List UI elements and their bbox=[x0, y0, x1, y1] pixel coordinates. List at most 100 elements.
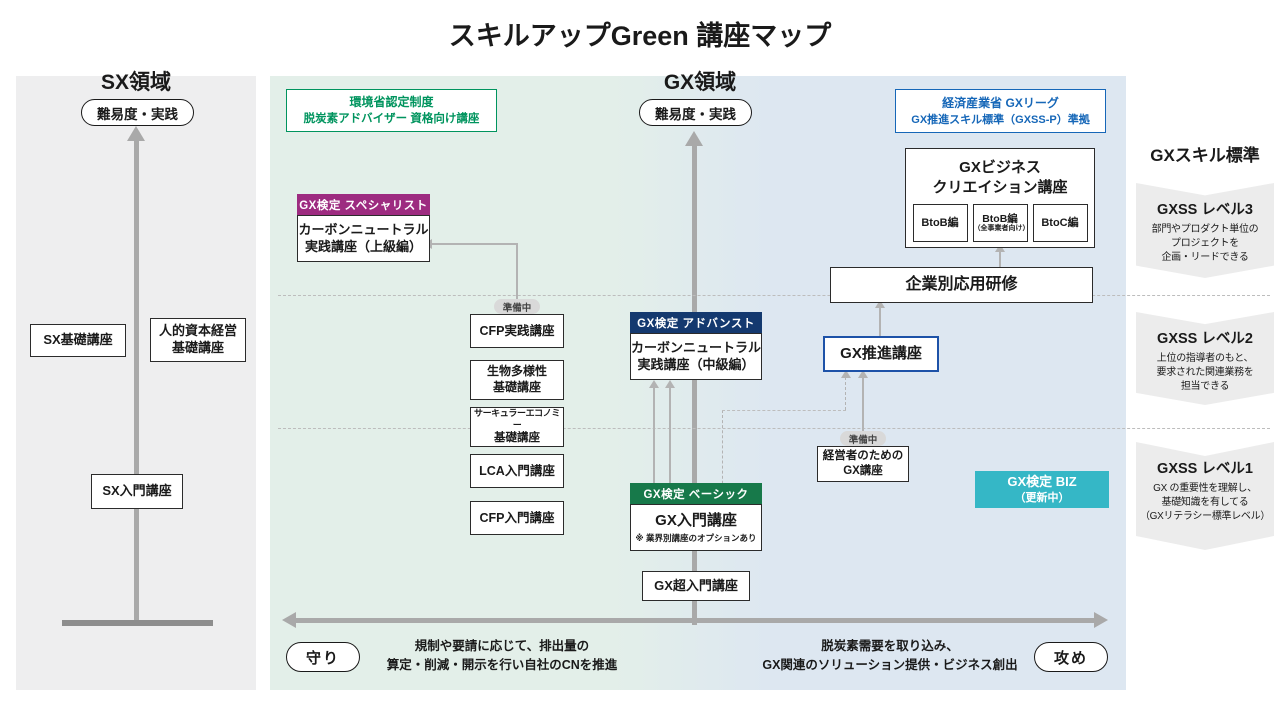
gxss-level3-desc-line2: プロジェクトを bbox=[1171, 238, 1239, 250]
seme-description-line1: 脱炭素需要を取り込み、 bbox=[821, 639, 959, 653]
gx-horizontal-axis-left-arrowhead-icon bbox=[282, 612, 296, 628]
gxss-level3-desc-line3: 企画・リードできる bbox=[1161, 252, 1249, 264]
gxss-level1-desc-line2: 基礎知識を有してる bbox=[1161, 497, 1249, 509]
course-label: GX入門講座 bbox=[655, 512, 737, 530]
connector-dashed-line bbox=[722, 410, 846, 411]
edition-btoc: BtoC編 bbox=[1032, 204, 1088, 242]
course-keieisha-gx: 経営者のための GX講座 bbox=[817, 446, 909, 482]
course-label: CFP実践講座 bbox=[479, 323, 555, 338]
connector-line bbox=[653, 387, 655, 504]
connector-arrowhead-icon bbox=[995, 244, 1005, 252]
gx-kentei-biz-line2: （更新中） bbox=[1014, 491, 1070, 504]
connector-dashed-line bbox=[845, 377, 846, 410]
course-label-line1: サーキュラーエコノミー bbox=[473, 407, 560, 430]
gxss-level3-name: GXSS レベル3 bbox=[1157, 202, 1253, 218]
course-label-line2: 基礎講座 bbox=[494, 432, 540, 445]
connector-dashed-line bbox=[722, 410, 723, 504]
gx-kentei-biz-box: GX検定 BIZ （更新中） bbox=[975, 471, 1109, 508]
connector-line bbox=[669, 387, 671, 504]
edition-label: BtoC編 bbox=[1041, 216, 1079, 229]
connector-line bbox=[516, 243, 518, 303]
gxss-level3-description: 部門やプロダクト単位の プロジェクトを 企画・リードできる bbox=[1152, 223, 1259, 266]
connector-arrowhead-icon bbox=[665, 380, 675, 388]
gxss-level3-banner: GXSS レベル3 部門やプロダクト単位の プロジェクトを 企画・リードできる bbox=[1136, 183, 1274, 278]
seme-description: 脱炭素需要を取り込み、 GX関連のソリューション提供・ビジネス創出 bbox=[752, 637, 1028, 676]
course-label-line1: 生物多様性 bbox=[486, 364, 547, 379]
gx-kentei-biz-line1: GX検定 BIZ bbox=[1007, 473, 1077, 489]
gx-panel-header: GX領域 bbox=[663, 71, 737, 94]
gx-axis-arrowhead-icon bbox=[685, 131, 703, 146]
gxss-level1-description: GX の重要性を理解し、 基礎知識を有してる （GXリテラシー標準レベル） bbox=[1140, 482, 1270, 525]
gxss-level1-desc-line1: GX の重要性を理解し、 bbox=[1153, 483, 1257, 494]
course-label-line1: 経営者のための bbox=[822, 450, 904, 463]
connector-arrowhead-icon bbox=[858, 370, 868, 378]
connector-line bbox=[862, 377, 864, 443]
level-divider-1-2 bbox=[278, 428, 1270, 429]
gx-axis-line bbox=[692, 145, 697, 625]
course-label-line2: GX講座 bbox=[843, 465, 883, 477]
course-label: CFP入門講座 bbox=[479, 510, 555, 525]
seme-pill: 攻め bbox=[1034, 642, 1108, 672]
course-lca-nyumon: LCA入門講座 bbox=[470, 454, 564, 488]
course-label-line2: 実践講座（上級編） bbox=[304, 238, 422, 254]
course-gx-cho-nyumon: GX超入門講座 bbox=[642, 571, 750, 601]
connector-line bbox=[999, 251, 1001, 267]
gx-kentei-basic-tag: GX検定 ベーシック bbox=[630, 483, 762, 504]
course-note: ※ 業界別講座のオプションあり bbox=[635, 532, 757, 543]
course-gx-business-creation: GXビジネス クリエイション講座 BtoB編 BtoB編 （全事業者向け） Bt… bbox=[905, 148, 1095, 248]
course-label-line1: カーボンニュートラル bbox=[631, 339, 762, 355]
gx-skill-standard-title: GXスキル標準 bbox=[1150, 146, 1260, 165]
gx-axis-label: 難易度・実践 bbox=[639, 99, 752, 126]
course-label: 企業別応用研修 bbox=[905, 275, 1018, 293]
course-biodiversity-kiso: 生物多様性 基礎講座 bbox=[470, 360, 564, 400]
gxss-level3-desc-line1: 部門やプロダクト単位の bbox=[1151, 224, 1259, 235]
course-sx-kiso: SX基礎講座 bbox=[30, 324, 126, 357]
edition-btob: BtoB編 bbox=[912, 204, 968, 242]
gxss-level2-banner: GXSS レベル2 上位の指導者のもと、 要求された関連業務を 担当できる bbox=[1136, 312, 1274, 405]
course-cn-jissen-jokyu: カーボンニュートラル 実践講座（上級編） bbox=[297, 215, 430, 262]
gx-horizontal-axis-line bbox=[296, 618, 1095, 623]
gxss-level1-desc-line3: （GXリテラシー標準レベル） bbox=[1139, 511, 1271, 523]
connector-line bbox=[879, 307, 881, 336]
course-cfp-nyumon: CFP入門講座 bbox=[470, 501, 564, 535]
gxss-level1-banner: GXSS レベル1 GX の重要性を理解し、 基礎知識を有してる （GXリテラシ… bbox=[1136, 442, 1274, 550]
course-label-line1: 人的資本経営 bbox=[158, 323, 237, 339]
business-creation-editions: BtoB編 BtoB編 （全事業者向け） BtoC編 bbox=[912, 204, 1088, 242]
course-cn-jissen-chukyu: カーボンニュートラル 実践講座（中級編） bbox=[630, 333, 762, 380]
course-label: LCA入門講座 bbox=[479, 463, 555, 478]
env-ministry-badge: 環境省認定制度 脱炭素アドバイザー 資格向け講座 bbox=[286, 89, 497, 132]
mamori-description-line2: 算定・削減・開示を行い自社のCNを推進 bbox=[386, 658, 618, 673]
course-label: SX入門講座 bbox=[102, 483, 172, 499]
course-gx-suishin: GX推進講座 bbox=[823, 336, 939, 372]
course-label: GX超入門講座 bbox=[654, 577, 738, 593]
meti-badge-line2: GX推進スキル標準（GXSS-P）準拠 bbox=[911, 113, 1090, 126]
course-label-line2: 実践講座（中級編） bbox=[637, 356, 755, 372]
gxss-level2-description: 上位の指導者のもと、 要求された関連業務を 担当できる bbox=[1157, 352, 1254, 395]
seme-description-line2: GX関連のソリューション提供・ビジネス創出 bbox=[762, 658, 1018, 673]
course-label-line1: GXビジネス bbox=[959, 159, 1041, 176]
preparing-badge: 準備中 bbox=[494, 299, 540, 314]
gxss-level2-desc-line2: 要求された関連業務を bbox=[1156, 367, 1254, 379]
sx-axis-base-bar bbox=[62, 620, 213, 626]
gxss-level2-desc-line3: 担当できる bbox=[1180, 381, 1230, 393]
page-title: スキルアップGreen 講座マップ bbox=[448, 21, 832, 51]
course-label: SX基礎講座 bbox=[43, 332, 113, 348]
mamori-description-line1: 規制や要請に応じて、排出量の bbox=[414, 639, 590, 653]
course-gx-nyumon: GX入門講座 ※ 業界別講座のオプションあり bbox=[630, 504, 762, 551]
gx-kentei-specialist-tag: GX検定 スペシャリスト bbox=[297, 194, 430, 215]
gx-horizontal-axis-right-arrowhead-icon bbox=[1094, 612, 1108, 628]
edition-btob-all: BtoB編 （全事業者向け） bbox=[972, 204, 1030, 242]
meti-badge-line1: 経済産業省 GXリーグ bbox=[942, 95, 1059, 110]
connector-arrowhead-icon bbox=[875, 300, 885, 308]
level-divider-2-3 bbox=[278, 295, 1270, 296]
course-label: GX推進講座 bbox=[840, 345, 922, 363]
env-ministry-badge-line2: 脱炭素アドバイザー 資格向け講座 bbox=[303, 112, 480, 125]
edition-label-line1: BtoB編 bbox=[982, 212, 1018, 225]
sx-axis-arrowhead-icon bbox=[127, 126, 145, 141]
course-sx-nyumon: SX入門講座 bbox=[91, 474, 183, 509]
connector-line bbox=[432, 243, 517, 245]
mamori-description: 規制や要請に応じて、排出量の 算定・削減・開示を行い自社のCNを推進 bbox=[368, 637, 636, 676]
mamori-pill: 守り bbox=[286, 642, 360, 672]
sx-axis-label: 難易度・実践 bbox=[81, 99, 194, 126]
course-label-line2: 基礎講座 bbox=[492, 380, 541, 394]
